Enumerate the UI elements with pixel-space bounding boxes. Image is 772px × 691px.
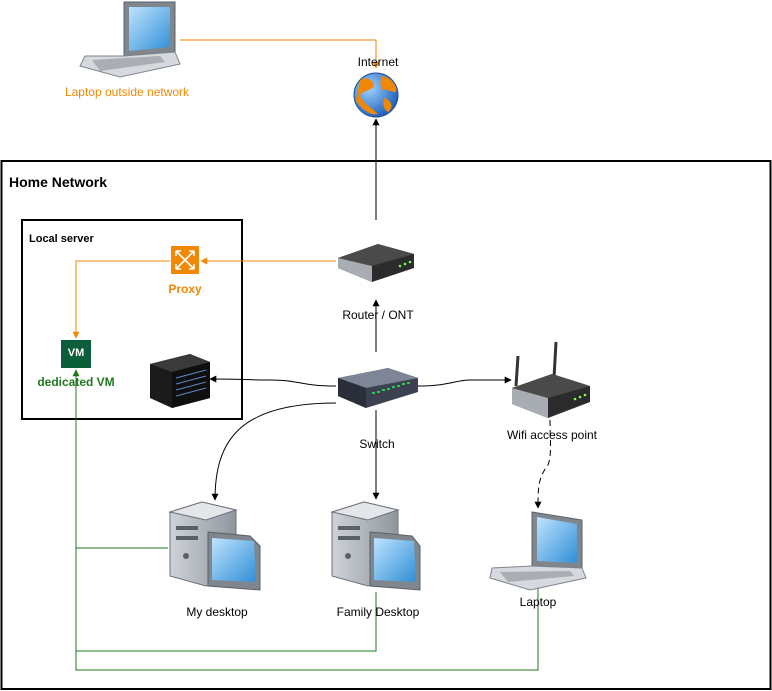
router-icon	[338, 244, 414, 282]
edge-switch-mydesktop	[211, 402, 337, 501]
switch-label: Switch	[359, 437, 395, 451]
server-icon	[150, 354, 210, 408]
local-server-frame	[21, 219, 243, 420]
edge-laptop-vm	[72, 369, 539, 671]
edge-wifi-laptop	[534, 419, 551, 509]
router-label: Router / ONT	[342, 308, 414, 322]
edge-familydesktop-vm	[76, 592, 377, 652]
laptop-outside-icon	[79, 1, 181, 78]
my-desktop-icon	[168, 501, 261, 591]
edge-switch-server	[209, 375, 337, 387]
laptop-outside-label: Laptop outside network	[64, 85, 190, 99]
laptop-label: Laptop	[519, 595, 557, 609]
wifi-ap-label: Wifi access point	[506, 428, 598, 442]
vm-badge-icon	[61, 340, 91, 368]
switch-icon	[338, 368, 418, 408]
home-network-title: Home Network	[9, 174, 108, 190]
internet-label: Internet	[357, 55, 399, 69]
local-server-title: Local server	[29, 233, 94, 245]
family-desktop-icon	[330, 501, 421, 591]
dedicated-vm-label: dedicated VM	[37, 375, 115, 389]
wifi-ap-icon	[512, 341, 590, 418]
edge-proxy-vm	[72, 260, 170, 339]
laptop-icon	[489, 511, 587, 591]
proxy-label: Proxy	[168, 282, 202, 296]
vm-badge-text: VM	[67, 347, 85, 359]
home-network-frame	[0, 160, 772, 690]
internet-globe-icon	[353, 72, 399, 118]
edge-laptop-outside-internet	[180, 39, 380, 69]
family-desktop-label: Family Desktop	[336, 605, 420, 619]
proxy-icon	[171, 246, 199, 274]
my-desktop-label: My desktop	[186, 605, 248, 619]
edge-switch-wifi	[417, 376, 512, 387]
